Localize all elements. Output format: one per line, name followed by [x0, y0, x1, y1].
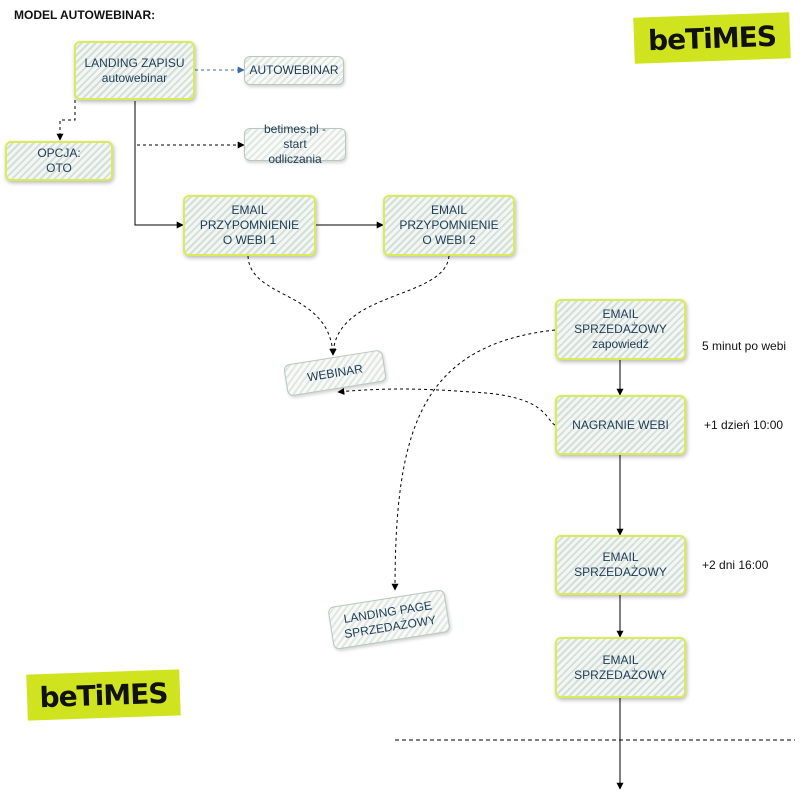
- edge-email2-webinar: [329, 255, 450, 356]
- node-text: EMAIL: [602, 307, 639, 321]
- edge-zapowiedz-landingpage: [391, 329, 556, 591]
- node-text: WEBINAR: [306, 361, 364, 384]
- node-text: zapowiedź: [592, 337, 649, 351]
- timing-label-plus-one-day: +1 dzień 10:00: [704, 418, 784, 432]
- node-text: AUTOWEBINAR: [249, 63, 339, 77]
- node-text: OTO: [46, 161, 72, 175]
- node-text: odliczania: [268, 152, 322, 166]
- node-text: NAGRANIE WEBI: [572, 417, 669, 432]
- edge-nagranie-webinar: [337, 387, 556, 426]
- node-autowebinar[interactable]: AUTOWEBINAR: [244, 56, 344, 85]
- node-nagranie-webi[interactable]: NAGRANIE WEBI: [555, 395, 686, 455]
- node-text: PRZYPOMNIENIE: [199, 218, 300, 232]
- edge-landing-oto: [56, 100, 76, 141]
- node-text: OPCJA:: [37, 146, 81, 160]
- node-text: O WEBI 2: [422, 233, 476, 247]
- timing-label-plus-two-days: +2 dni 16:00: [702, 558, 769, 572]
- node-text: O WEBI 1: [222, 233, 277, 247]
- node-text: LANDING ZAPISU: [84, 55, 185, 70]
- node-text: EMAIL: [602, 652, 639, 667]
- node-text: PRZYPOMNIENIE: [399, 218, 499, 232]
- timing-label-after-webi: 5 minut po webi: [702, 339, 787, 353]
- node-text: EMAIL: [231, 203, 268, 217]
- node-opcja-oto[interactable]: OPCJA:OTO: [5, 141, 113, 181]
- node-text: SPRZEDAŻOWY: [574, 667, 667, 682]
- node-text: betimes.pl - start: [263, 122, 327, 151]
- diagram-title: MODEL AUTOWEBINAR:: [14, 8, 156, 22]
- node-text: EMAIL: [430, 203, 467, 217]
- node-text: EMAIL: [602, 550, 639, 564]
- node-text: SPRZEDAŻOWY: [574, 565, 667, 579]
- edge-email1-webinar: [247, 255, 337, 356]
- node-text: autowebinar: [101, 70, 168, 85]
- edge-landing-email1: [134, 101, 184, 229]
- node-text: SPRZEDAŻOWY: [574, 322, 667, 336]
